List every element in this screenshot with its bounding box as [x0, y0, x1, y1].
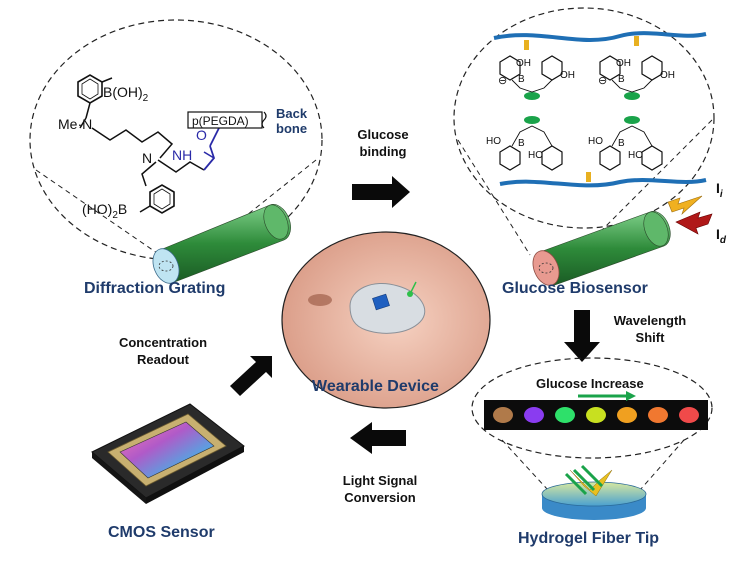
complex-4-ho2-label: HO: [628, 150, 643, 161]
title-glucose-biosensor: Glucose Biosensor: [502, 280, 648, 297]
complex-1-oh-label: OH: [516, 58, 531, 69]
diffraction-fiber: [152, 204, 291, 284]
light-arrows: [667, 195, 713, 235]
hydrogel-fiber-tip: [541, 464, 647, 520]
wearable-device-illustration: [281, 231, 491, 409]
title-cmos-sensor: CMOS Sensor: [108, 524, 215, 541]
color-dot-5: [617, 407, 637, 423]
color-dot-7: [679, 407, 699, 423]
complex-1-oh2-label: OH: [560, 70, 575, 81]
complex-2-oh2-label: OH: [660, 70, 675, 81]
amide-nh-label: NH: [172, 147, 193, 163]
color-dot-3: [555, 407, 575, 423]
color-dot-2: [524, 407, 544, 423]
diffracted-light-label: Id: [716, 226, 726, 246]
diffraction-grating-zoom: [29, 19, 323, 263]
methyl-amine-label: Me·N: [58, 116, 93, 132]
glucose-increase-label: Glucose Increase: [536, 376, 644, 391]
complex-2-oh-label: OH: [616, 58, 631, 69]
color-dot-1: [493, 407, 513, 423]
incident-light-label: Ii: [716, 180, 723, 200]
complex-3-ho-label: HO: [486, 136, 501, 147]
hydrogel-color-zoom: [471, 357, 713, 491]
pegda-box-label: p(PEGDA): [192, 114, 249, 128]
title-hydrogel-fiber-tip: Hydrogel Fiber Tip: [518, 530, 660, 547]
amide-oxygen-label: O: [196, 127, 207, 143]
cmos-sensor-illustration: [91, 403, 245, 504]
complex-4-ho-label: HO: [588, 136, 603, 147]
biosensor-fiber: [532, 211, 671, 287]
complex-2-b-label: B: [618, 74, 625, 85]
boronic-acid-top-label: B(OH)2: [103, 84, 149, 104]
boronic-acid-bottom-label: (HO)2B: [82, 201, 128, 221]
glucose-complex-zoom: [453, 7, 715, 263]
complex-4-b-label: B: [618, 138, 625, 149]
color-dot-6: [648, 407, 668, 423]
central-nitrogen-label: N: [142, 150, 153, 166]
complex-1-b-label: B: [518, 74, 525, 85]
complex-3-b-label: B: [518, 138, 525, 149]
flow-arrows: [230, 176, 600, 454]
complex-3-ho2-label: HO: [528, 150, 543, 161]
color-dot-4: [586, 407, 606, 423]
title-wearable-device: Wearable Device: [312, 378, 439, 395]
title-diffraction-grating: Diffraction Grating: [84, 280, 226, 297]
complex-2-minus-label: ⊖: [598, 75, 608, 87]
complex-1-minus-label: ⊖: [498, 75, 508, 87]
